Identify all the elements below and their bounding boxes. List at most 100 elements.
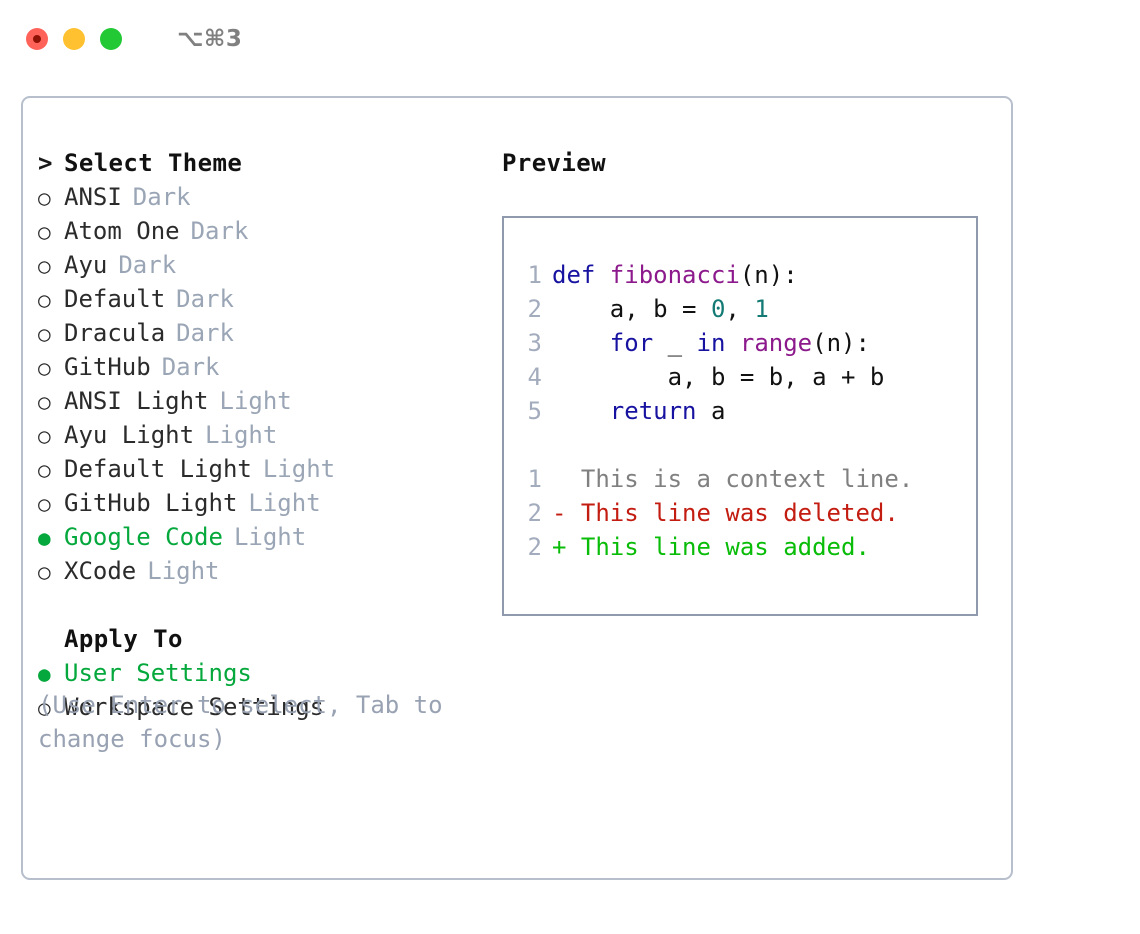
diff-marker: + xyxy=(552,533,567,561)
keyboard-hint-text: (Use Enter to select, Tab to change focu… xyxy=(38,691,443,753)
theme-name: Ayu Light xyxy=(64,421,195,449)
line-number: 5 xyxy=(527,397,542,425)
theme-name: GitHub xyxy=(64,353,151,381)
theme-variant: Light xyxy=(262,455,336,483)
theme-list-item[interactable]: ○ ANSI Light Light xyxy=(38,384,498,418)
line-number: 2 xyxy=(527,533,542,561)
apply-to-item-selected[interactable]: ● User Settings xyxy=(38,656,498,690)
code-line: 2 a, b = 0, 1 xyxy=(504,292,976,326)
theme-list-item[interactable]: ○ Default Light Light xyxy=(38,452,498,486)
preview-box: 1 def fibonacci(n): 2 a, b = 0, 1 3 for … xyxy=(502,216,978,616)
theme-variant: Light xyxy=(219,387,292,415)
theme-name: Dracula xyxy=(64,319,166,347)
code-token xyxy=(552,329,610,357)
diff-text: This is a context line. xyxy=(580,465,914,493)
theme-variant: Dark xyxy=(118,251,177,279)
code-token: return xyxy=(609,397,697,425)
diff-text: This line was deleted. xyxy=(580,499,899,527)
theme-list-item[interactable]: ○ Default Dark xyxy=(38,282,498,316)
preview-heading: Preview xyxy=(502,149,606,177)
theme-selector-panel: > Select Theme ○ ANSI Dark ○ Atom One Da… xyxy=(21,96,1013,880)
theme-list-item[interactable]: ○ Dracula Dark xyxy=(38,316,498,350)
radio-off-icon: ○ xyxy=(38,390,51,414)
title-bar: ⌥⌘3 xyxy=(0,0,1140,78)
code-token xyxy=(725,329,739,357)
close-window-button[interactable] xyxy=(26,28,48,50)
radio-on-icon: ● xyxy=(38,526,51,550)
theme-variant: Dark xyxy=(161,353,220,381)
code-token: (n): xyxy=(812,329,870,357)
line-number: 2 xyxy=(527,295,542,323)
theme-list-item[interactable]: ○ ANSI Dark xyxy=(38,180,498,214)
maximize-window-button[interactable] xyxy=(100,28,122,50)
theme-variant: Light xyxy=(248,489,321,517)
radio-off-icon: ○ xyxy=(38,254,51,278)
code-token: (n): xyxy=(739,261,798,289)
code-token: , xyxy=(725,295,755,323)
line-number: 1 xyxy=(527,261,542,289)
code-token: range xyxy=(739,329,813,357)
radio-off-icon: ○ xyxy=(38,356,51,380)
apply-to-list: ● User Settings ○ Workspace Settings xyxy=(38,656,498,724)
theme-list-item[interactable]: ○ GitHub Dark xyxy=(38,350,498,384)
radio-off-icon: ○ xyxy=(38,288,51,312)
diff-line-added: 2 + This line was added. xyxy=(504,530,976,564)
apply-to-option-label: User Settings xyxy=(64,659,252,687)
diff-content: This is a context line. xyxy=(552,462,913,496)
section-spacer xyxy=(38,588,498,622)
code-sample: 1 def fibonacci(n): 2 a, b = 0, 1 3 for … xyxy=(504,258,976,428)
theme-list-item[interactable]: ○ GitHub Light Light xyxy=(38,486,498,520)
code-content: for _ in range(n): xyxy=(552,326,870,360)
code-token: 1 xyxy=(754,295,769,323)
theme-variant: Light xyxy=(233,523,307,551)
theme-variant: Light xyxy=(205,421,278,449)
radio-off-icon: ○ xyxy=(38,424,51,448)
apply-to-option-label: Workspace Settings xyxy=(64,693,325,721)
radio-off-icon: ○ xyxy=(38,322,51,346)
theme-variant: Dark xyxy=(176,285,234,313)
line-number: 1 xyxy=(527,465,542,493)
radio-off-icon: ○ xyxy=(38,492,51,516)
diff-marker: - xyxy=(552,499,567,527)
diff-line-deleted: 2 - This line was deleted. xyxy=(504,496,976,530)
theme-variant: Dark xyxy=(176,319,234,347)
keyboard-shortcut-label: ⌥⌘3 xyxy=(177,26,243,52)
diff-line-context: 1 This is a context line. xyxy=(504,462,976,496)
theme-list-item[interactable]: ○ XCode Light xyxy=(38,554,498,588)
theme-name: ANSI Light xyxy=(64,387,209,415)
theme-name: Ayu xyxy=(64,251,108,279)
diff-content: + This line was added. xyxy=(552,530,870,564)
theme-name: Atom One xyxy=(64,217,180,245)
theme-name: ANSI xyxy=(64,183,122,211)
code-token: in xyxy=(696,329,726,357)
code-token: _ xyxy=(653,329,697,357)
apply-to-item[interactable]: ○ Workspace Settings xyxy=(38,690,498,724)
theme-list-item[interactable]: ○ Ayu Light Light xyxy=(38,418,498,452)
theme-list-item[interactable]: ○ Atom One Dark xyxy=(38,214,498,248)
code-token: for xyxy=(609,329,654,357)
theme-name: Google Code xyxy=(64,523,223,551)
caret-icon: > xyxy=(38,149,53,177)
code-content: def fibonacci(n): xyxy=(552,258,798,292)
line-number: 2 xyxy=(527,499,542,527)
theme-name: GitHub Light xyxy=(64,489,238,517)
theme-list: ○ ANSI Dark ○ Atom One Dark ○ Ayu Dark xyxy=(38,180,498,588)
radio-off-icon: ○ xyxy=(38,696,51,720)
code-line: 5 return a xyxy=(504,394,976,428)
theme-variant: Light xyxy=(147,557,220,585)
select-theme-heading-label: Select Theme xyxy=(64,149,243,177)
line-number: 4 xyxy=(527,363,542,391)
line-number: 3 xyxy=(527,329,542,357)
code-line: 1 def fibonacci(n): xyxy=(504,258,976,292)
radio-on-icon: ● xyxy=(38,662,51,686)
window-controls xyxy=(26,28,122,50)
code-token: a xyxy=(696,397,726,425)
theme-list-item[interactable]: ○ Ayu Dark xyxy=(38,248,498,282)
diff-text: This line was added. xyxy=(580,533,870,561)
code-line: 3 for _ in range(n): xyxy=(504,326,976,360)
code-token: a, b = xyxy=(552,295,711,323)
code-token: fibonacci xyxy=(609,261,740,289)
minimize-window-button[interactable] xyxy=(63,28,85,50)
radio-off-icon: ○ xyxy=(38,560,51,584)
theme-list-item-selected[interactable]: ● Google Code Light xyxy=(38,520,498,554)
